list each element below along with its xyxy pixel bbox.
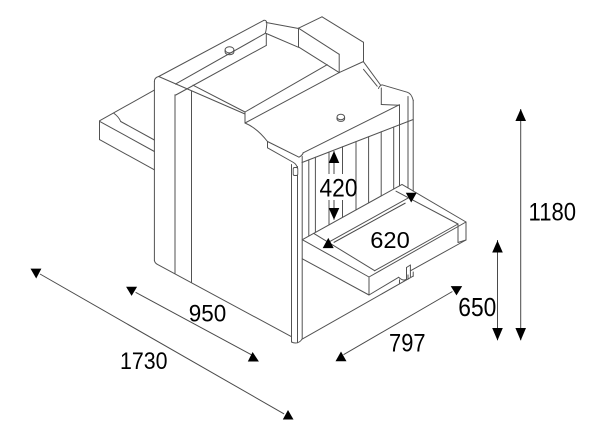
svg-text:797: 797 [389,329,426,357]
svg-text:950: 950 [189,300,227,327]
svg-text:620: 620 [370,227,410,253]
svg-text:1730: 1730 [120,348,168,375]
svg-text:1180: 1180 [529,198,577,226]
svg-text:420: 420 [320,175,358,203]
svg-text:650: 650 [458,292,496,322]
